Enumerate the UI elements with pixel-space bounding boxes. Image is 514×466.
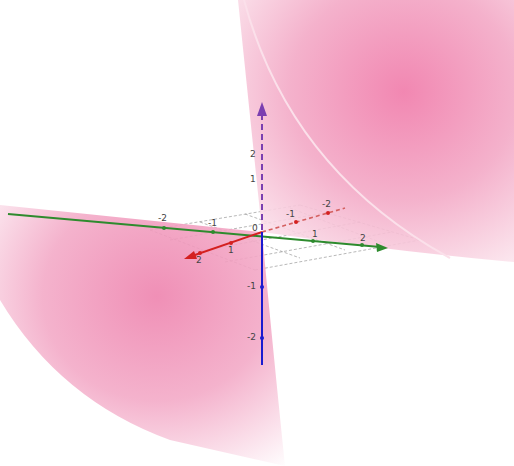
axis-tick-label: 1 — [312, 230, 318, 239]
axis-tick-label: -1 — [208, 219, 217, 228]
axis-tick-label: -1 — [286, 210, 295, 219]
x-axis — [192, 232, 262, 256]
axis-tick-label: 1 — [250, 175, 256, 184]
axis-tick-label: -1 — [247, 282, 256, 291]
upper-nappe — [238, 0, 514, 262]
axis-tick-label: -2 — [322, 200, 331, 209]
x-ticks — [198, 211, 330, 255]
axis-tick-label: 2 — [360, 234, 366, 243]
lower-nappe — [0, 205, 285, 466]
axis-tick-label: 2 — [250, 150, 256, 159]
x-arrow — [184, 251, 197, 259]
z-axis-hidden — [261, 112, 263, 230]
axis-tick-label: 2 — [196, 256, 202, 265]
axis-tick-label: -2 — [158, 214, 167, 223]
axis-tick-label: -2 — [247, 333, 256, 342]
nappe-rim — [244, 0, 450, 258]
y-axis — [8, 214, 380, 247]
x-axis-hidden — [262, 208, 345, 232]
y-arrow — [376, 243, 388, 252]
axis-tick-label: 1 — [228, 246, 234, 255]
y-ticks — [162, 226, 364, 247]
z-arrow — [257, 102, 267, 116]
z-ticks — [260, 285, 264, 340]
axis-tick-label: 0 — [252, 224, 258, 233]
z-axis — [261, 232, 263, 365]
